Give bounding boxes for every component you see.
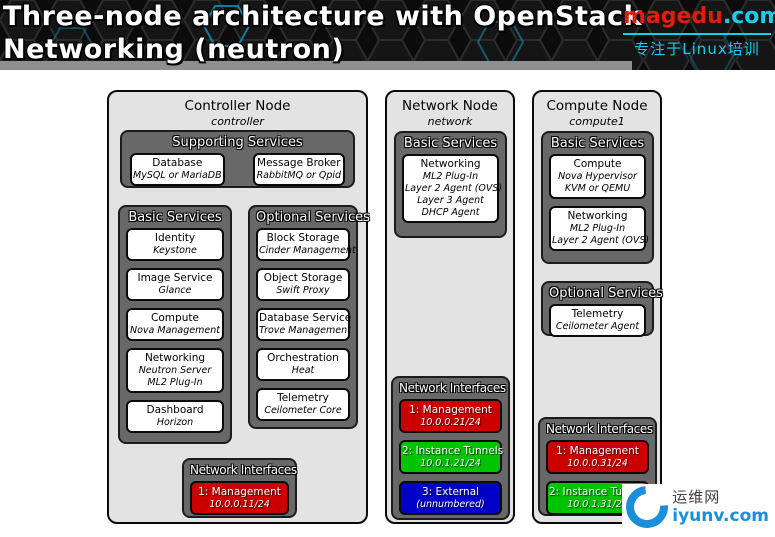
interface-external: 3: External (unnumbered): [399, 481, 502, 515]
node-title: Controller Node: [184, 98, 291, 114]
header-banner: [0, 0, 775, 70]
service-box-block-storage: Block Storage Cinder Management: [256, 228, 356, 261]
service-box-networking: Networking ML2 Plug-In Layer 2 Agent (OV…: [549, 206, 649, 251]
section-optional-services: Optional Services Telemetry Ceilometer A…: [541, 281, 663, 337]
service-box-telemetry: Telemetry Ceilometer Agent: [549, 304, 646, 337]
section-optional-services: Optional Services Block Storage Cinder M…: [248, 205, 370, 429]
watermark-site-name: 运维网: [672, 488, 721, 506]
node-title: Network Node: [402, 98, 498, 114]
page-title: Three-node architecture with OpenStack N…: [3, 0, 642, 66]
service-box-object-storage: Object Storage Swift Proxy: [256, 268, 350, 301]
node-compute: Compute Node compute1 Basic Services Com…: [532, 90, 663, 524]
node-hostname: network: [427, 115, 473, 128]
brand-tagline: 专注于Linux培训: [634, 40, 760, 58]
node-title: Compute Node: [546, 98, 648, 114]
interface-instance-tunnels: 2: Instance Tunnels 10.0.1.21/24: [399, 440, 503, 474]
node-network: Network Node network Basic Services Netw…: [385, 90, 515, 524]
node-hostname: compute1: [569, 115, 625, 128]
section-basic-services: Basic Services Networking ML2 Plug-In La…: [394, 131, 507, 238]
service-box-dashboard: Dashboard Horizon: [126, 400, 224, 433]
section-network-interfaces: Network Interfaces 1: Management 10.0.0.…: [391, 376, 510, 520]
hexagon-pattern-background: [0, 0, 775, 70]
service-box-identity: Identity Keystone: [126, 228, 224, 261]
brand-tld: .com: [722, 4, 775, 29]
section-supporting-services: Supporting Services Database MySQL or Ma…: [120, 130, 355, 188]
swoosh-circle-icon: [617, 477, 677, 537]
page-title-line2: Networking (neutron): [3, 34, 345, 65]
section-basic-services: Basic Services Compute Nova Hypervisor K…: [541, 131, 654, 264]
service-box-message-broker: Message Broker RabbitMQ or Qpid: [252, 153, 345, 186]
service-box-compute: Compute Nova Hypervisor KVM or QEMU: [549, 154, 646, 199]
section-header: Basic Services: [550, 136, 645, 151]
node-controller: Controller Node controller Supporting Se…: [107, 90, 370, 524]
section-header: Basic Services: [128, 210, 222, 225]
service-box-compute: Compute Nova Management: [126, 308, 224, 341]
brand-name: magedu: [623, 4, 723, 29]
section-header: Network Interfaces: [399, 381, 506, 395]
service-box-database-service: Database Service Trove Management: [256, 308, 351, 341]
service-box-telemetry: Telemetry Ceilometer Core: [256, 388, 350, 421]
interface-management: 1: Management 10.0.0.21/24: [399, 399, 502, 433]
watermark-text: 运维网 iyunv.com: [672, 488, 769, 526]
service-box-image-service: Image Service Glance: [126, 268, 224, 301]
watermark-site-domain: iyunv.com: [672, 506, 769, 526]
section-basic-services: Basic Services Identity Keystone Image S…: [118, 205, 232, 444]
service-box-orchestration: Orchestration Heat: [256, 348, 350, 381]
interface-management: 1: Management 10.0.0.11/24: [190, 481, 289, 515]
service-box-networking: Networking ML2 Plug-In Layer 2 Agent (OV…: [402, 154, 502, 223]
brand-underline: [623, 33, 771, 35]
section-header: Optional Services: [549, 286, 663, 301]
section-header: Network Interfaces: [546, 422, 653, 436]
section-header: Network Interfaces: [190, 463, 297, 477]
service-box-networking: Networking Neutron Server ML2 Plug-In: [126, 348, 224, 393]
node-hostname: controller: [211, 115, 264, 128]
section-network-interfaces: Network Interfaces 1: Management 10.0.0.…: [182, 458, 297, 518]
page-title-line1: Three-node architecture with OpenStack: [3, 1, 643, 32]
watermark-logo: 运维网 iyunv.com: [617, 477, 773, 537]
brand-block: magedu.com 专注于Linux培训: [623, 2, 775, 59]
service-box-database: Database MySQL or MariaDB: [130, 153, 225, 186]
section-header: Basic Services: [403, 136, 498, 151]
interface-management: 1: Management 10.0.0.31/24: [546, 440, 649, 474]
section-header: Optional Services: [256, 210, 370, 225]
header-divider-bar: [0, 61, 632, 70]
section-header: Supporting Services: [172, 135, 303, 150]
brand-domain: magedu.com: [623, 2, 775, 32]
